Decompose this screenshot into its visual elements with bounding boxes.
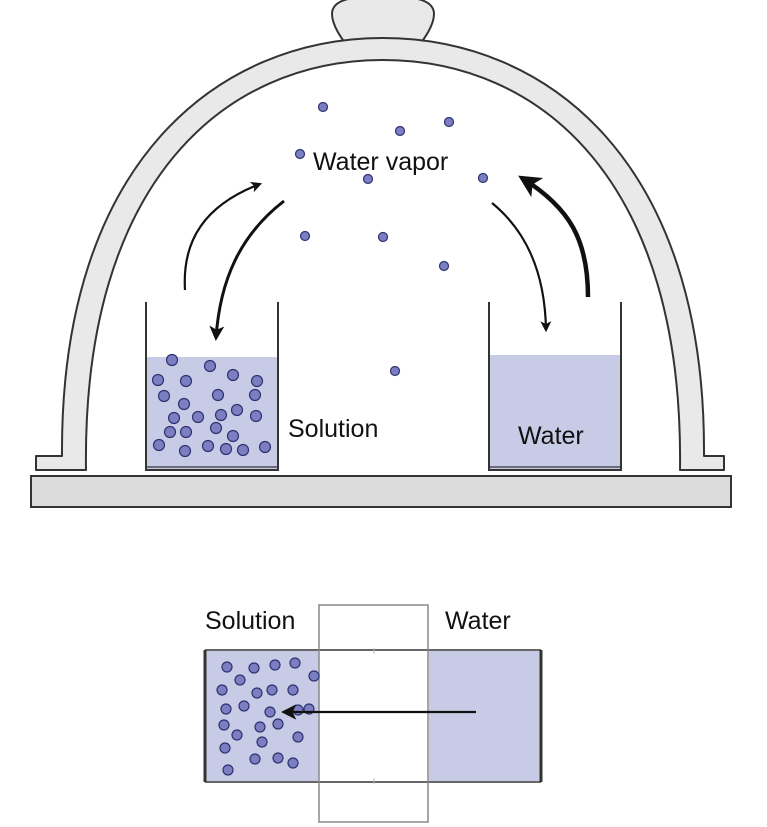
semipermeable-membrane (318, 604, 429, 823)
water-beaker-label: Water (518, 422, 584, 450)
solute-particle (272, 752, 284, 764)
solute-particle (157, 389, 171, 403)
solute-particle (163, 425, 177, 439)
water-vapor-molecule (443, 116, 455, 128)
solute-particle (292, 704, 304, 716)
solution-section-label: Solution (205, 607, 295, 635)
solute-particle (203, 359, 217, 373)
solute-particle (287, 684, 299, 696)
solute-particle (258, 440, 272, 454)
solute-particle (254, 721, 266, 733)
solute-particle (251, 687, 263, 699)
solute-particles (216, 657, 320, 776)
water-vapor-molecule (377, 231, 389, 243)
solute-particle (289, 657, 301, 669)
vapor-molecules (294, 101, 489, 377)
solute-particle (177, 397, 191, 411)
solute-particle (222, 764, 234, 776)
base-plate (30, 475, 732, 508)
water-beaker-wall (488, 302, 622, 471)
solute-particle (179, 374, 193, 388)
solute-particle (238, 700, 250, 712)
water-vapor-molecule (299, 230, 311, 242)
evaporation-arrow (518, 175, 591, 298)
water-vapor-molecule (294, 148, 306, 160)
solute-particle (226, 429, 240, 443)
solute-particle (269, 659, 281, 671)
solute-particle (209, 421, 223, 435)
solution-beaker-wall (145, 302, 279, 471)
evaporation-arrow (183, 182, 263, 291)
solute-particle (256, 736, 268, 748)
solute-particle (287, 757, 299, 769)
solute-particle (220, 703, 232, 715)
solute-particle (231, 729, 243, 741)
solute-particle (292, 731, 304, 743)
condensation-arrow (209, 199, 285, 341)
solute-particle (272, 718, 284, 730)
water-vapor-molecule (438, 260, 450, 272)
dome-shell (35, 37, 725, 471)
solution-beaker-label: Solution (288, 415, 378, 443)
solute-particle (201, 439, 215, 453)
water-vapor-molecule (394, 125, 406, 137)
solute-particle (308, 670, 320, 682)
solute-particle (167, 411, 181, 425)
osmosis-cross-section: Solution Water (203, 604, 543, 823)
bell-jar (35, 0, 725, 471)
water-compartment (429, 651, 541, 781)
solute-particle (221, 661, 233, 673)
water-vapor-molecule (317, 101, 329, 113)
solute-particle (152, 438, 166, 452)
solute-particles (151, 353, 272, 458)
solute-particle (249, 409, 263, 423)
water-liquid (490, 355, 620, 470)
solute-particle (248, 388, 262, 402)
water-beaker (488, 302, 622, 471)
solute-particle (236, 443, 250, 457)
solute-particle (219, 742, 231, 754)
solute-particle (216, 684, 228, 696)
solution-compartment (205, 651, 319, 781)
solute-particle (266, 684, 278, 696)
solute-particle (165, 353, 179, 367)
water-vapor-label: Water vapor (313, 148, 448, 176)
solute-particle (151, 373, 165, 387)
solute-particle (264, 706, 276, 718)
solute-particle (249, 753, 261, 765)
water-vapor-molecule (389, 365, 401, 377)
solute-particle (234, 674, 246, 686)
water-vapor-molecule (477, 172, 489, 184)
solute-particle (179, 425, 193, 439)
water-vapor-molecule (362, 173, 374, 185)
solute-particle (248, 662, 260, 674)
solution-beaker (145, 302, 279, 471)
water-section-label: Water (445, 607, 511, 635)
solute-particle (214, 408, 228, 422)
solute-particle (191, 410, 205, 424)
solute-particle (219, 442, 233, 456)
vapor-exchange-arrows (183, 175, 591, 341)
condensation-arrow (491, 202, 552, 333)
solute-particle (178, 444, 192, 458)
solute-particle (218, 719, 230, 731)
solute-particle (211, 388, 225, 402)
solute-particle (230, 403, 244, 417)
solute-particle (226, 368, 240, 382)
solute-particle (250, 374, 264, 388)
